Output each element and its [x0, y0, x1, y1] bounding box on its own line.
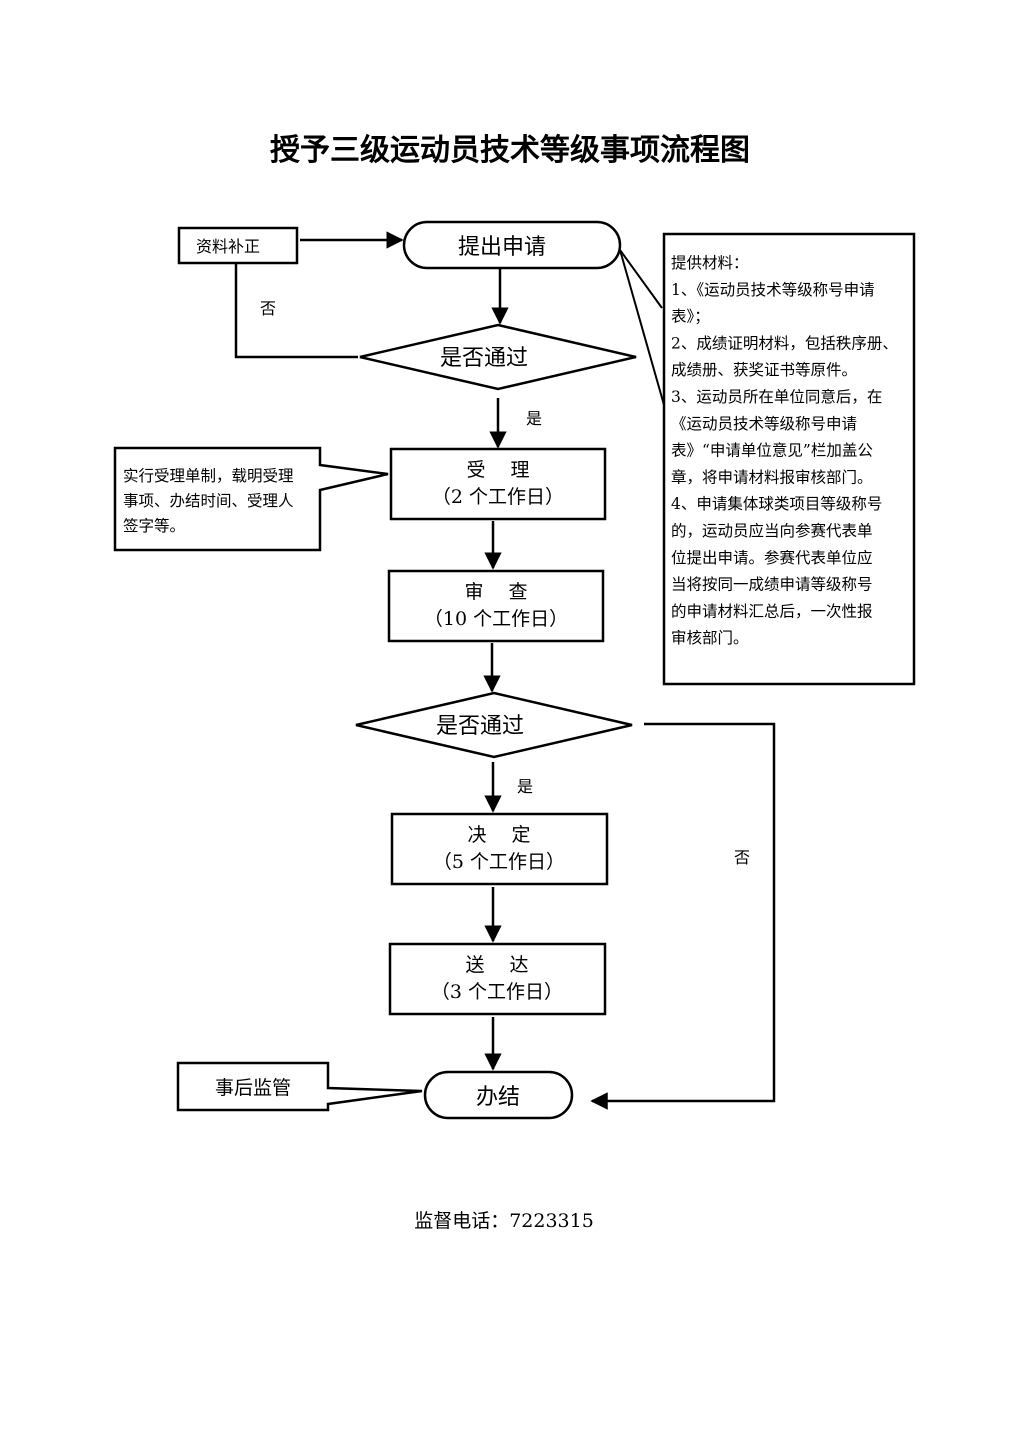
accept-note-line: 实行受理单制，载明受理	[123, 467, 294, 485]
materials-line: 的，运动员应当向参赛代表单	[671, 521, 873, 540]
decide-title: 决 定	[467, 824, 530, 846]
accept-title: 受 理	[466, 459, 529, 481]
yes-label-2: 是	[517, 777, 533, 796]
materials-line: 4、申请集体球类项目等级称号	[671, 495, 882, 513]
accept-note-line: 签字等。	[123, 517, 185, 535]
review-days: （10 个工作日）	[424, 608, 568, 630]
yes-label-1: 是	[526, 409, 542, 428]
complete-label: 办结	[476, 1085, 520, 1110]
review-title: 审 查	[464, 581, 527, 603]
decision-1-label: 是否通过	[440, 346, 528, 371]
no-label-1: 否	[260, 299, 276, 318]
deliver-title: 送 达	[465, 954, 528, 976]
review-node	[387, 569, 605, 643]
loop-check1-to-supplement	[234, 264, 358, 359]
materials-line: 提供材料：	[671, 254, 749, 272]
materials-line: 位提出申请。参赛代表单位应	[671, 548, 873, 567]
decide-days: （5 个工作日）	[433, 851, 565, 873]
apply-label: 提出申请	[458, 235, 546, 260]
decision-diamond-1	[359, 323, 637, 391]
supervise-callout	[176, 1061, 423, 1112]
apply-node	[402, 220, 622, 270]
no-label-2: 否	[734, 848, 750, 867]
materials-line: 3、运动员所在单位同意后，在	[671, 387, 882, 406]
materials-connector-2	[619, 249, 665, 406]
materials-box	[662, 232, 916, 686]
materials-line: 2、成绩证明材料，包括秩序册、	[671, 334, 898, 352]
materials-line: 审核部门。	[671, 629, 749, 647]
materials-line: 表》；	[671, 308, 710, 326]
materials-line: 《运动员技术等级称号申请	[671, 415, 857, 433]
materials-line: 的申请材料汇总后，一次性报	[671, 602, 873, 620]
accept-note-line: 事项、办结时间、受理人	[123, 492, 294, 510]
page-title: 授予三级运动员技术等级事项流程图	[270, 133, 750, 168]
decision-diamond-2	[355, 691, 633, 759]
deliver-node	[388, 942, 607, 1016]
path-check2-to-complete	[590, 722, 776, 1110]
materials-line: 章，将申请材料报审核部门。	[671, 468, 873, 486]
supplement-label: 资料补正	[196, 237, 260, 256]
materials-line: 成绩册、获奖证书等原件。	[671, 361, 857, 379]
supplement-box	[177, 226, 299, 265]
deliver-days: （3 个工作日）	[431, 981, 563, 1003]
supervise-label: 事后监管	[215, 1077, 291, 1099]
complete-node	[423, 1070, 574, 1120]
materials-line: 1、《运动员技术等级称号申请	[671, 281, 875, 299]
decision-2-label: 是否通过	[436, 714, 524, 739]
accept-node	[389, 447, 607, 521]
materials-connector	[619, 249, 663, 309]
materials-line: 表》“申请单位意见”栏加盖公	[671, 441, 873, 460]
accept-days: （2 个工作日）	[432, 486, 564, 508]
accept-note-callout	[113, 446, 389, 552]
materials-line: 当将按同一成绩申请等级称号	[671, 576, 873, 594]
supervision-phone: 监督电话：7223315	[414, 1210, 594, 1232]
decide-node	[390, 812, 609, 886]
